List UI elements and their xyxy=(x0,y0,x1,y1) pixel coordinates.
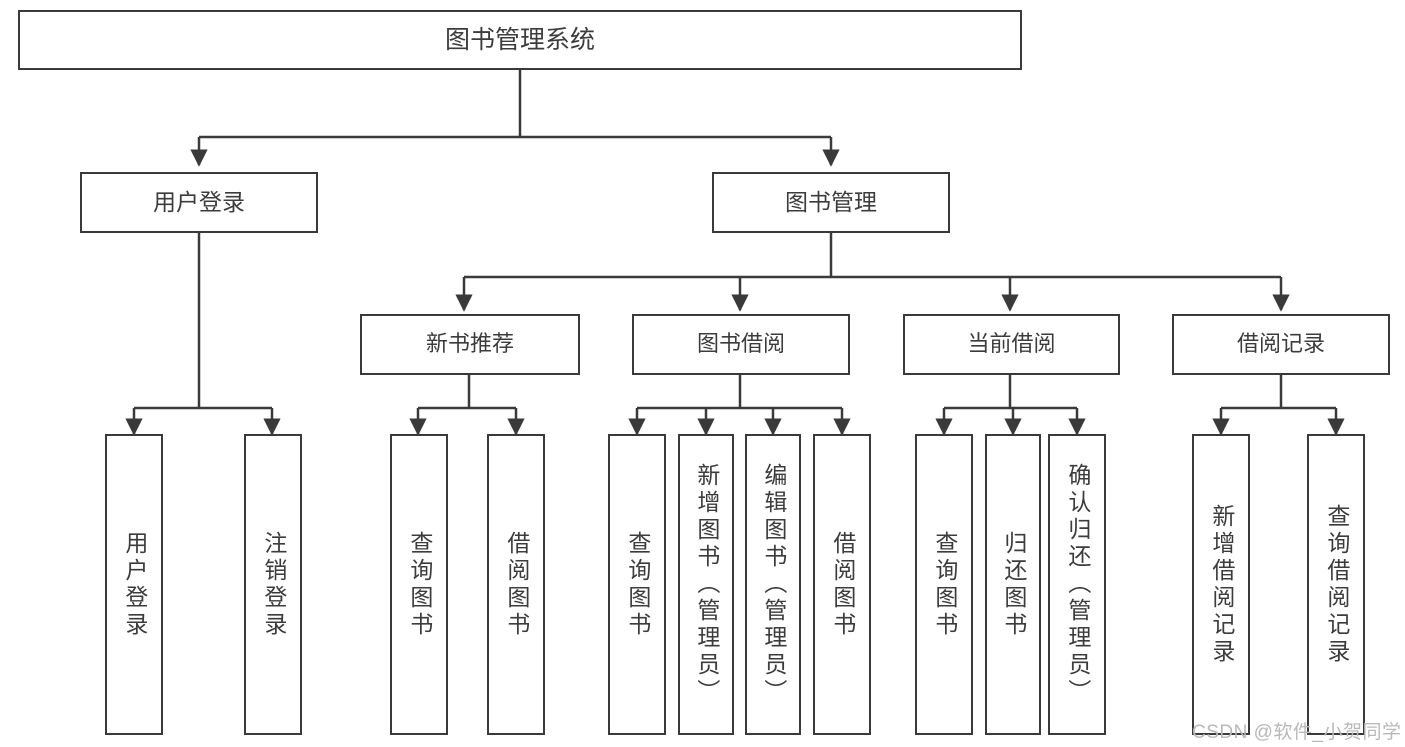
node-label: 图书管理 xyxy=(785,188,877,215)
node-label: 查询图书 xyxy=(624,530,651,639)
node-book-management[interactable]: 图书管理 xyxy=(712,172,950,233)
node-label: 查询图书 xyxy=(406,530,433,639)
node-new-book-recommend[interactable]: 新书推荐 xyxy=(360,314,580,375)
node-label: 借阅记录 xyxy=(1236,331,1325,357)
node-label: 用户登录 xyxy=(153,188,245,215)
node-label: 新书推荐 xyxy=(425,331,514,357)
node-label: 当前借阅 xyxy=(967,331,1056,357)
node-label: 归还图书 xyxy=(1000,530,1027,639)
leaf-user-login-signout[interactable]: 注销登录 xyxy=(244,434,302,735)
leaf-book-borrow-add-book-admin[interactable]: 新增图书（管理员） xyxy=(678,434,734,735)
leaf-current-borrow-query-book[interactable]: 查询图书 xyxy=(915,434,973,735)
leaf-book-borrow-query-book[interactable]: 查询图书 xyxy=(608,434,666,735)
node-label: 图书管理系统 xyxy=(444,26,595,54)
node-label: 用户登录 xyxy=(121,530,148,639)
leaf-current-borrow-confirm-return-admin[interactable]: 确认归还（管理员） xyxy=(1048,434,1106,735)
node-label: 注销登录 xyxy=(260,530,287,639)
node-user-login[interactable]: 用户登录 xyxy=(80,172,318,233)
leaf-borrow-record-query-record[interactable]: 查询借阅记录 xyxy=(1307,434,1365,735)
node-label: 查询借阅记录 xyxy=(1323,503,1350,666)
node-label: 确认归还（管理员） xyxy=(1064,463,1091,706)
node-current-borrow[interactable]: 当前借阅 xyxy=(903,314,1120,375)
leaf-new-book-borrow-book[interactable]: 借阅图书 xyxy=(487,434,545,735)
csdn-watermark: CSDN @软件_小贺同学 xyxy=(1192,722,1402,743)
node-label: 新增借阅记录 xyxy=(1208,503,1235,666)
node-label: 新增图书（管理员） xyxy=(693,463,720,706)
node-label: 编辑图书（管理员） xyxy=(760,463,787,706)
leaf-current-borrow-return-book[interactable]: 归还图书 xyxy=(985,434,1041,735)
leaf-user-login-signin[interactable]: 用户登录 xyxy=(105,434,163,735)
node-label: 借阅图书 xyxy=(503,530,530,639)
node-borrow-record[interactable]: 借阅记录 xyxy=(1172,314,1390,375)
leaf-borrow-record-add-record[interactable]: 新增借阅记录 xyxy=(1192,434,1250,735)
leaf-book-borrow-edit-book-admin[interactable]: 编辑图书（管理员） xyxy=(745,434,801,735)
leaf-book-borrow-borrow-book[interactable]: 借阅图书 xyxy=(813,434,871,735)
node-book-borrow[interactable]: 图书借阅 xyxy=(632,314,850,375)
leaf-new-book-query-book[interactable]: 查询图书 xyxy=(390,434,448,735)
node-label: 图书借阅 xyxy=(696,331,785,357)
node-root-book-management-system[interactable]: 图书管理系统 xyxy=(18,10,1022,70)
node-label: 借阅图书 xyxy=(829,530,856,639)
node-label: 查询图书 xyxy=(931,530,958,639)
